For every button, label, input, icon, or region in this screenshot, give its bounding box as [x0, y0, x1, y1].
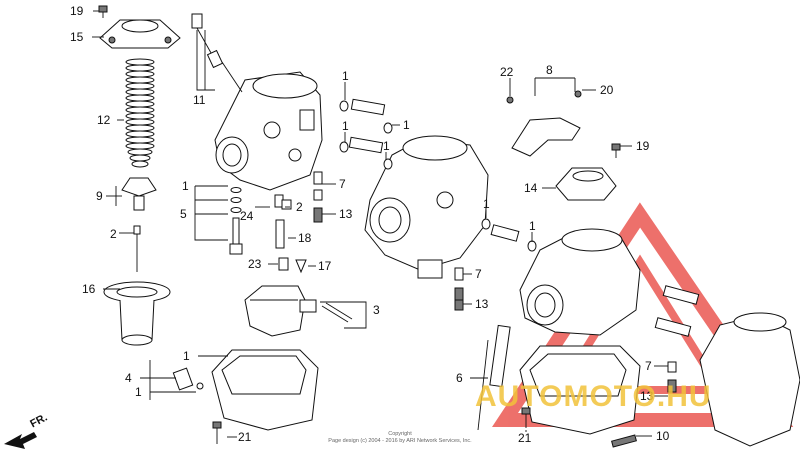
spring-coil [125, 100, 155, 108]
callout-10: 10 [656, 429, 670, 443]
screws-23-17 [278, 257, 307, 274]
callout-24: 24 [240, 209, 254, 223]
jet-needle-2 [133, 225, 141, 272]
callout-21: 21 [238, 430, 252, 444]
callout-19: 19 [636, 139, 650, 153]
spring-coil [125, 130, 155, 138]
fuel-joint-center [481, 218, 537, 252]
carburetor-body-1 [214, 71, 323, 191]
pilot-jets-7-13-b [454, 267, 464, 311]
callout-1: 1 [135, 385, 142, 399]
screw-19-left [98, 5, 108, 18]
callout-13: 13 [339, 207, 353, 221]
drain-screw-21-right [521, 407, 531, 428]
spring-coil [125, 58, 155, 66]
watermark-text: AUTOMOTO.HU [475, 380, 712, 413]
drain-screw-21-left [212, 421, 222, 444]
callout-12: 12 [97, 113, 111, 127]
float-chamber-right [519, 345, 641, 435]
float-3 [244, 285, 353, 337]
carburetor-body-3 [519, 228, 641, 336]
spring-coil [127, 148, 153, 156]
pilot-jets-7-13-c [667, 361, 677, 393]
callout-1: 1 [342, 119, 349, 133]
callout-6: 6 [456, 371, 463, 385]
spring-coil [125, 106, 155, 114]
callout-1: 1 [183, 349, 190, 363]
callout-13: 13 [640, 389, 654, 403]
spring-coil [125, 82, 155, 90]
callout-23: 23 [248, 257, 262, 271]
callout-20: 20 [600, 83, 614, 97]
choke-cable-11 [191, 13, 243, 93]
spring-coil [125, 94, 155, 102]
fuel-joints-right [654, 285, 700, 337]
callout-14: 14 [524, 181, 538, 195]
callout-4: 4 [125, 371, 132, 385]
spring-coil [125, 76, 155, 84]
jet-stack-5 [229, 187, 243, 255]
top-cover-14 [555, 167, 617, 201]
callout-5: 5 [180, 207, 187, 221]
needle-holder-9 [121, 177, 157, 211]
callout-11: 11 [193, 93, 206, 107]
callout-2: 2 [110, 227, 117, 241]
spring-coil [125, 124, 155, 132]
needle-jet-24-18 [274, 194, 292, 249]
spring-coil [125, 118, 155, 126]
spring-coil [125, 64, 155, 72]
diaphragm-piston-16 [103, 281, 171, 346]
callout-7: 7 [475, 267, 482, 281]
callout-7: 7 [339, 177, 346, 191]
drain-screw-10 [611, 434, 637, 448]
callout-19: 19 [70, 4, 84, 18]
callout-15: 15 [70, 30, 84, 44]
spring-12 [125, 58, 155, 168]
screw-19-right [611, 143, 621, 158]
callout-21: 21 [518, 431, 532, 445]
callout-18: 18 [298, 231, 312, 245]
callout-1: 1 [483, 197, 490, 211]
callout-1: 1 [529, 219, 536, 233]
spring-coil [125, 112, 155, 120]
float-chamber-left [172, 349, 319, 431]
callout-2: 2 [296, 200, 303, 214]
leader-lines [92, 10, 668, 438]
spring-coil [131, 160, 149, 168]
spring-coil [125, 142, 155, 150]
fuel-joints-top [339, 98, 393, 170]
pilot-jets-7-13-a [313, 171, 323, 223]
carburetor-body-2 [364, 135, 489, 279]
front-arrow-icon [4, 432, 37, 449]
carburetor-body-4 [699, 312, 800, 447]
callout-1: 1 [403, 118, 410, 132]
top-cover-15 [99, 19, 181, 49]
bracket-8 [506, 90, 582, 157]
spring-screw-6 [477, 324, 511, 431]
callout-22: 22 [500, 65, 514, 79]
spring-coil [125, 88, 155, 96]
callout-13: 13 [475, 297, 489, 311]
callout-16: 16 [82, 282, 96, 296]
spring-coil [129, 154, 151, 162]
spring-coil [125, 136, 155, 144]
callout-1: 1 [342, 69, 349, 83]
callout-1: 1 [383, 139, 390, 153]
spring-coil [125, 70, 155, 78]
callout-9: 9 [96, 189, 103, 203]
callout-labels: 19 15 12 9 2 16 11 1 5 24 2 18 23 17 7 1… [70, 4, 670, 445]
callout-1: 1 [182, 179, 189, 193]
callout-8: 8 [546, 63, 553, 77]
callout-3: 3 [373, 303, 380, 317]
callout-17: 17 [318, 259, 332, 273]
callout-7: 7 [645, 359, 652, 373]
copyright-notice: Copyright Page design (c) 2004 - 2016 by… [328, 431, 472, 444]
